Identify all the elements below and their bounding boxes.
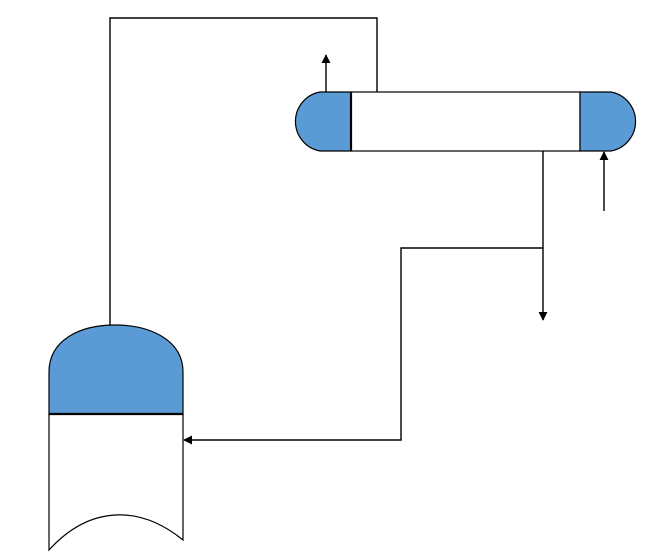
column-vessel xyxy=(48,324,184,552)
column-overhead-line xyxy=(109,17,378,325)
drum-shell xyxy=(350,91,581,152)
drum-right-cap xyxy=(579,91,637,152)
reflux-return-line xyxy=(183,247,543,445)
column-shell xyxy=(48,414,184,552)
column-top-cap xyxy=(48,324,184,415)
drum-left-cap xyxy=(294,91,352,152)
horizontal-drum xyxy=(294,91,637,152)
